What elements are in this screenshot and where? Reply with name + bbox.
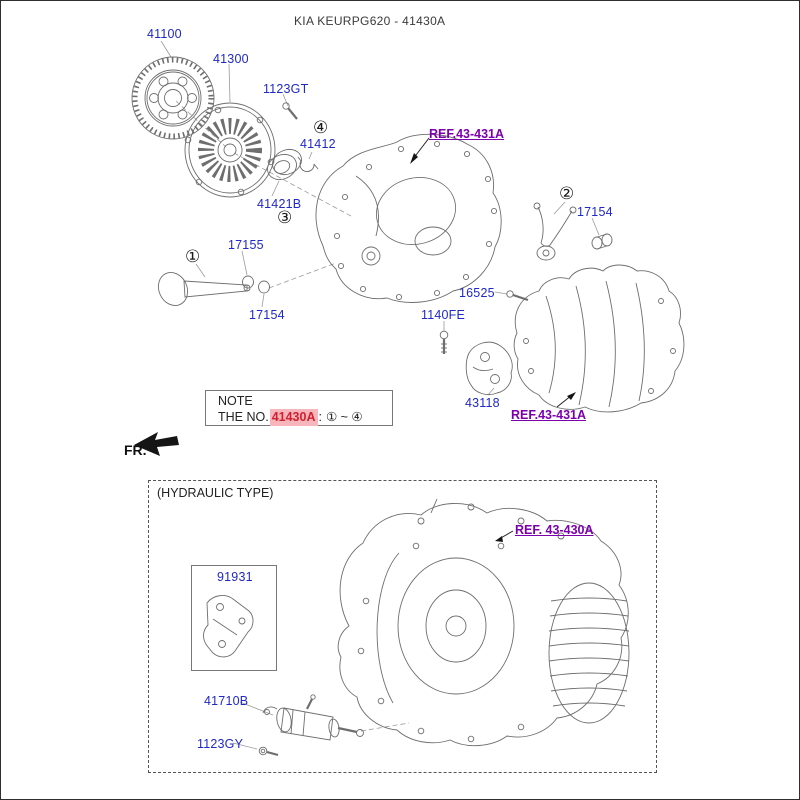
part-label-17154-left[interactable]: 17154 [249, 308, 285, 322]
part-label-41300[interactable]: 41300 [213, 52, 249, 66]
ref-link-upper[interactable]: REF.43-431A [429, 127, 505, 141]
note-line: THE NO. 41430A : ① ~ ④ [218, 409, 386, 426]
bracket-91931-drawing [203, 595, 254, 658]
part-label-1140fe[interactable]: 1140FE [421, 308, 466, 322]
part-label-17154-right[interactable]: 17154 [577, 205, 613, 219]
part-label-91931[interactable]: 91931 [217, 570, 253, 584]
bracket-43118-drawing [465, 341, 513, 396]
note-range: ① ~ ④ [325, 410, 363, 425]
clutch-cover-drawing [184, 102, 276, 198]
part-label-41100[interactable]: 41100 [147, 27, 182, 41]
hydraulic-transmission-drawing [337, 498, 630, 747]
leader-lines [160, 40, 600, 750]
fr-label: FR. [124, 442, 147, 458]
note-prefix: THE NO. [218, 410, 269, 425]
ref-arrows [410, 137, 576, 542]
bolt-16525-drawing [506, 290, 529, 302]
note-highlighted-part[interactable]: 41430A [269, 409, 318, 426]
callout-1: ① [185, 247, 201, 266]
part-label-17155[interactable]: 17155 [228, 238, 264, 252]
transmission-housing-drawing [315, 133, 502, 303]
callout-3: ③ [277, 208, 293, 227]
pivot-bracket-drawing [533, 202, 577, 261]
bolt-1123gt-drawing [282, 102, 298, 120]
page-title: KIA KEURPG620 - 41430A [294, 14, 446, 28]
ref-link-lower[interactable]: REF.43-431A [511, 408, 587, 422]
bracket-91931-box [191, 565, 277, 671]
part-label-41710b[interactable]: 41710B [204, 694, 249, 708]
part-label-41412[interactable]: 41412 [300, 137, 336, 151]
part-label-1123gy[interactable]: 1123GY [197, 737, 244, 751]
pilot-rings-drawing [242, 275, 270, 294]
note-separator: : [318, 410, 322, 425]
callout-2: ② [559, 184, 575, 203]
part-label-16525[interactable]: 16525 [459, 286, 495, 300]
ref-link-hydraulic[interactable]: REF. 43-430A [515, 523, 594, 537]
part-label-41421b[interactable]: 41421B [257, 197, 302, 211]
bushing-17154-drawing [591, 233, 613, 250]
hydraulic-section-box [148, 480, 657, 773]
part-label-43118[interactable]: 43118 [465, 396, 500, 410]
retainer-clip-drawing [297, 156, 319, 172]
clutch-disc-drawing [131, 56, 215, 140]
note-box: NOTE THE NO. 41430A : ① ~ ④ [205, 390, 393, 426]
release-bearing-drawing [267, 148, 302, 181]
hydraulic-section-title: (HYDRAULIC TYPE) [157, 486, 274, 500]
fr-arrow-icon [134, 432, 179, 456]
engine-block-drawing [513, 264, 685, 413]
slave-cylinder-drawing [262, 694, 364, 741]
callout-4: ④ [313, 118, 329, 137]
release-fork-drawing [157, 272, 251, 306]
bolt-1123gy-drawing [258, 746, 279, 757]
bolt-1140fe-drawing [439, 330, 449, 354]
note-heading: NOTE [218, 394, 253, 408]
part-label-1123gt[interactable]: 1123GT [263, 82, 309, 96]
